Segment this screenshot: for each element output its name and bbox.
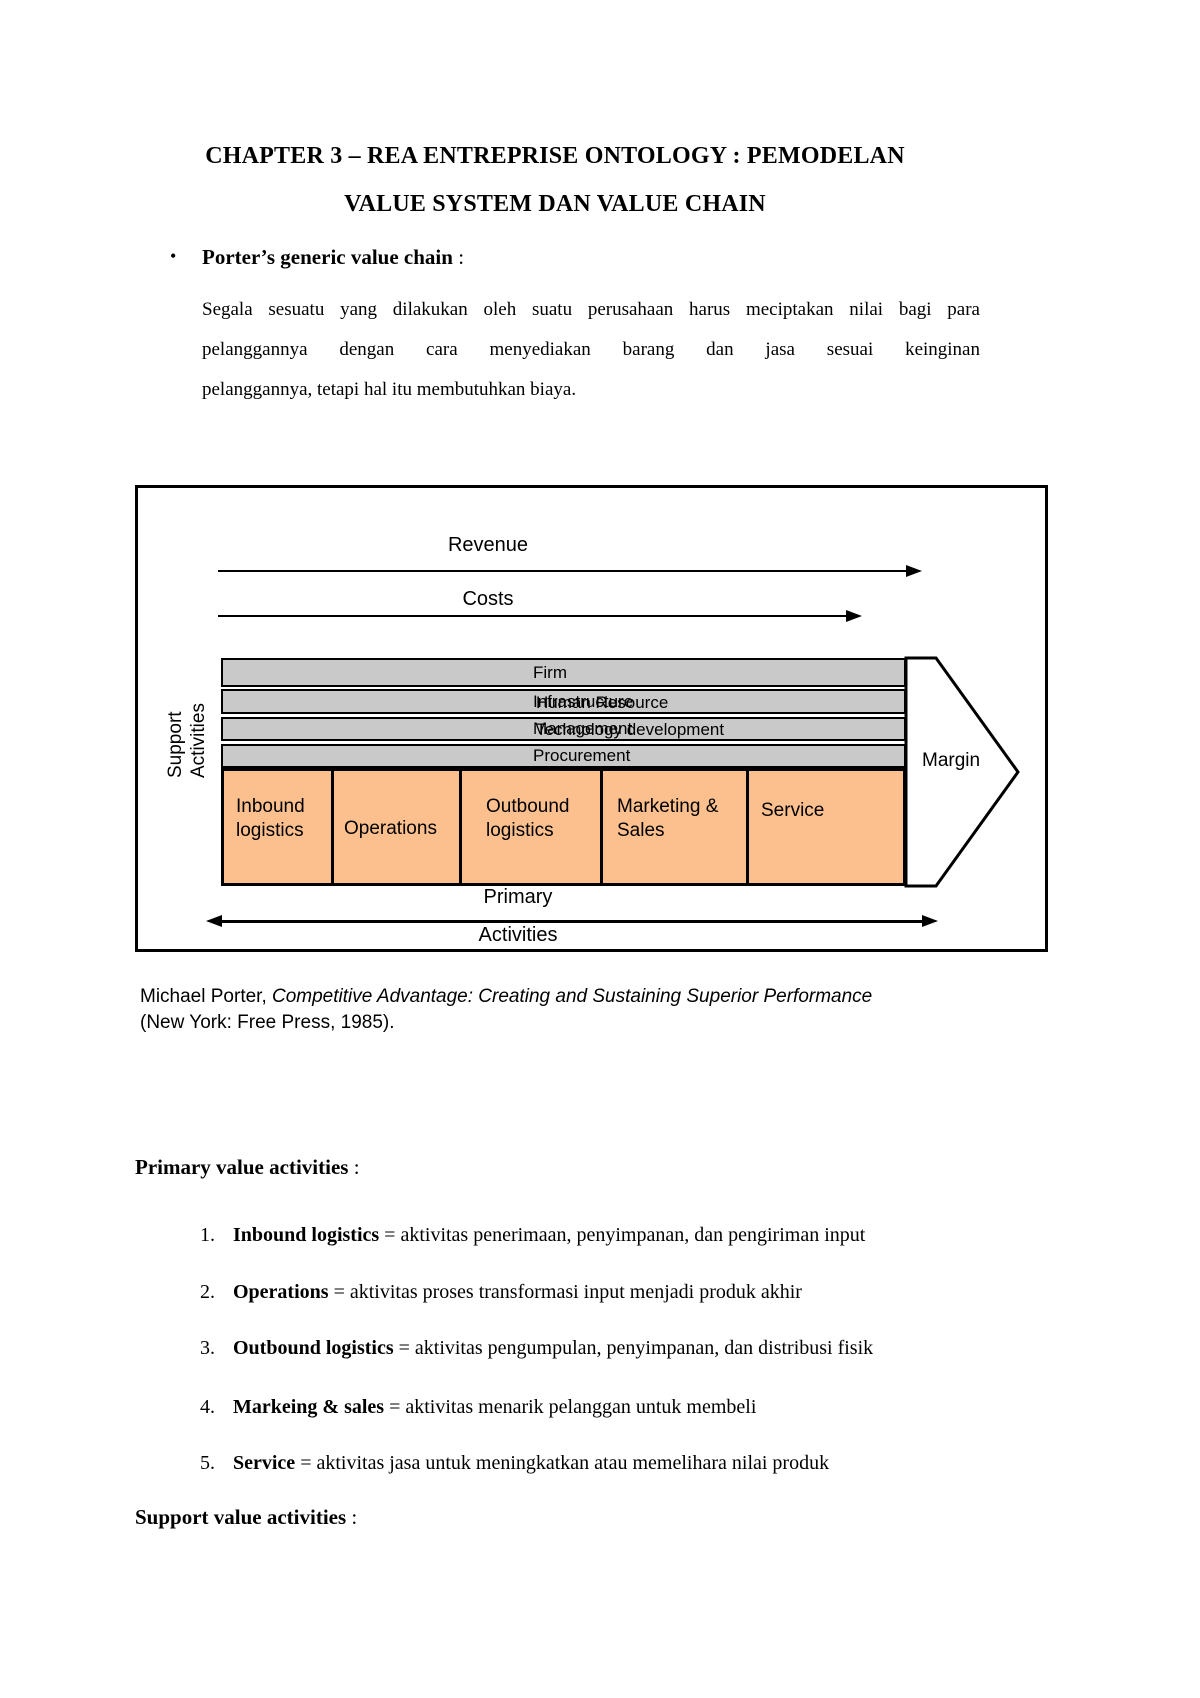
heading-colon: : (346, 1505, 358, 1529)
list-item: 5. Service = aktivitas jasa untuk meningk… (200, 1452, 829, 1475)
support-bar-technology-development: Management Technology development (221, 717, 906, 741)
paragraph-line: pelanggannya, tetapi hal itu membutuhkan… (202, 379, 577, 400)
costs-label: Costs (462, 588, 514, 610)
costs-arrowhead-icon (846, 610, 862, 622)
list-definition: = aktivitas jasa untuk meningkatkan atau… (295, 1452, 830, 1474)
list-item: 2. Operations = aktivitas proses transfor… (200, 1281, 802, 1304)
primary-axis-line-2: Activities (478, 924, 558, 946)
list-number: 5. (200, 1452, 215, 1474)
support-bar-text: Infrastructure (533, 691, 634, 711)
heading-colon: : (348, 1155, 360, 1179)
primary-axis-right-arrowhead-icon (922, 915, 938, 927)
list-definition: = aktivitas pengumpulan, penyimpanan, da… (393, 1337, 874, 1359)
list-number: 1. (200, 1224, 215, 1246)
primary-box-inbound-logistics: Inbound logistics (224, 771, 334, 883)
support-axis-line-2: Activities (188, 703, 209, 778)
caption-line-1: Michael Porter, Competitive Advantage: C… (140, 984, 970, 1010)
support-axis-line-1: Support (165, 711, 186, 778)
list-number: 3. (200, 1337, 215, 1359)
support-bar-text: Management (533, 719, 633, 738)
primary-axis-arrow-line (222, 920, 922, 923)
list-item: 4. Markeing & sales = aktivitas menarik p… (200, 1396, 756, 1419)
list-term: Inbound logistics (233, 1224, 380, 1246)
bullet-heading-colon: : (452, 245, 465, 269)
list-definition: = aktivitas menarik pelanggan untuk memb… (384, 1396, 757, 1418)
list-number: 4. (200, 1396, 215, 1418)
primary-box-outbound-logistics: Outbound logistics (462, 771, 603, 883)
primary-box-service: Service (749, 771, 903, 883)
list-item: 3. Outbound logistics = aktivitas pengump… (200, 1337, 873, 1360)
support-bar-overlap-text: Technology development (536, 720, 725, 739)
primary-value-activities-heading: Primary value activities : (135, 1155, 360, 1180)
support-bar-procurement: Procurement (221, 744, 906, 768)
support-bar-overlap-text: Human Resource (536, 692, 669, 712)
list-definition: = aktivitas proses transformasi input me… (328, 1281, 802, 1303)
primary-axis-line-1: Primary (483, 886, 553, 908)
paragraph-line: pelanggannya dengan cara menyediakan bar… (202, 339, 980, 360)
caption-prefix: Michael Porter, (140, 986, 272, 1007)
list-definition: = aktivitas penerimaan, penyimpanan, dan… (379, 1224, 866, 1246)
heading-text: Support value activities (135, 1505, 347, 1529)
title-line-1: CHAPTER 3 – REA ENTREPRISE ONTOLOGY : PE… (205, 143, 905, 169)
support-activities-axis-label: Support Activities (164, 628, 212, 778)
primary-box-marketing-sales: Marketing & Sales (603, 771, 749, 883)
support-bar-firm-infrastructure: Firm (221, 658, 906, 687)
intro-paragraph: Segala sesuatu yang dilakukan oleh suatu… (202, 296, 980, 416)
list-term: Outbound logistics (233, 1337, 394, 1359)
caption-line-2: (New York: Free Press, 1985). (140, 1012, 395, 1033)
support-value-activities-heading: Support value activities : (135, 1505, 357, 1530)
margin-label: Margin (922, 750, 981, 771)
revenue-arrowhead-icon (906, 565, 922, 577)
list-term: Service (233, 1452, 296, 1474)
bullet-item: • Porter’s generic value chain : (170, 245, 464, 270)
heading-text: Primary value activities (135, 1155, 349, 1179)
list-item: 1. Inbound logistics = aktivitas penerima… (200, 1224, 865, 1247)
primary-axis-left-arrowhead-icon (206, 915, 222, 927)
revenue-arrow-line (218, 570, 906, 572)
costs-arrow-line (218, 615, 846, 617)
margin-chevron-icon (904, 656, 1020, 888)
list-number: 2. (200, 1281, 215, 1303)
list-term: Markeing & sales (233, 1396, 385, 1418)
page-title: CHAPTER 3 – REA ENTREPRISE ONTOLOGY : PE… (0, 132, 1110, 228)
revenue-label: Revenue (447, 534, 529, 556)
paragraph-line: Segala sesuatu yang dilakukan oleh suatu… (202, 299, 980, 320)
support-bar-text: Procurement (533, 746, 631, 765)
figure-caption: Michael Porter, Competitive Advantage: C… (140, 984, 970, 1036)
primary-activities-row: Inbound logistics Operations Outbound lo… (221, 768, 906, 886)
value-chain-diagram: Revenue Costs Support Activities Firm In… (135, 485, 1048, 952)
support-bar-human-resource: Infrastructure Human Resource (221, 689, 906, 714)
caption-book-title: Competitive Advantage: Creating and Sust… (272, 986, 873, 1007)
support-bar-text: Firm (533, 662, 567, 682)
bullet-heading: Porter’s generic value chain (202, 245, 453, 269)
title-line-2: VALUE SYSTEM DAN VALUE CHAIN (344, 191, 766, 217)
list-term: Operations (233, 1281, 329, 1303)
primary-box-operations: Operations (334, 771, 462, 883)
bullet-icon: • (170, 246, 177, 266)
